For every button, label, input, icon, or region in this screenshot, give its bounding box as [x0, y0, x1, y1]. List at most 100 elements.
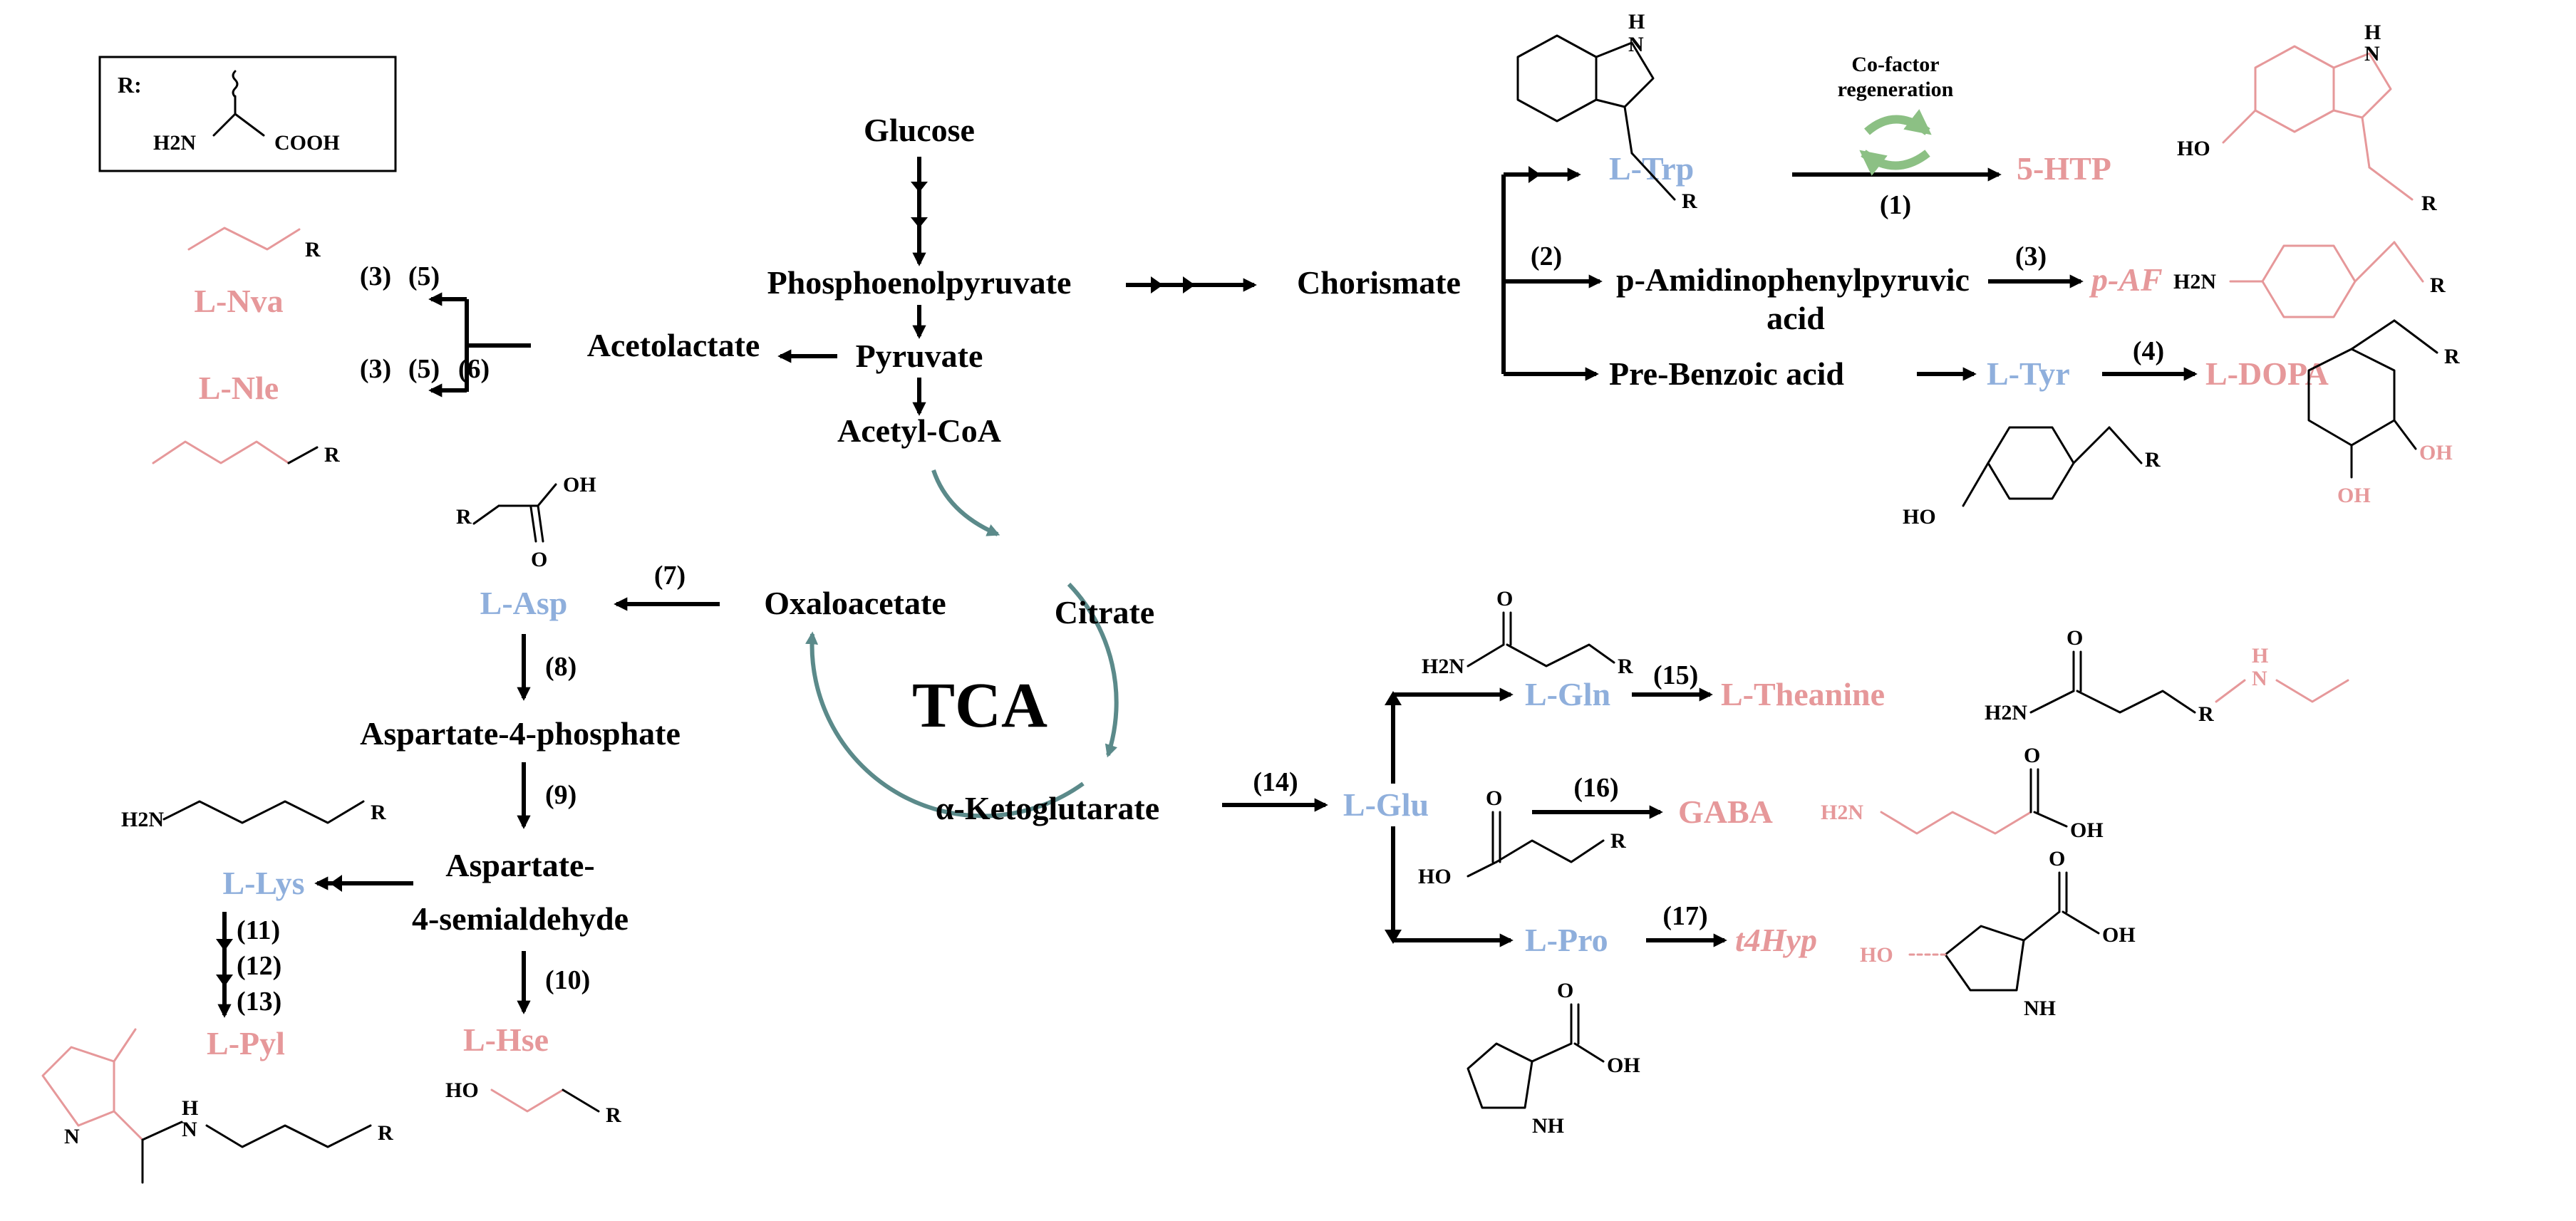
cofactor-cycle-icon: [1859, 109, 1932, 176]
aa-trp: L-Trp: [1609, 150, 1694, 187]
tyr-r: R: [2145, 448, 2161, 472]
gaba-o: O: [2024, 744, 2040, 767]
step-12: (12): [237, 951, 281, 981]
cofactor-line2: regeneration: [1838, 78, 1954, 101]
nva-r: R: [305, 238, 321, 261]
gln-r: R: [1618, 655, 1633, 678]
paf-h2n: H2N: [2173, 270, 2216, 293]
step-10: (10): [545, 965, 590, 995]
glu-r: R: [1610, 829, 1626, 853]
aa-gln: L-Gln: [1525, 676, 1610, 712]
akg-label: α-Ketoglutarate: [936, 790, 1159, 826]
theanine-r: R: [2198, 702, 2214, 726]
glu-structure: HO O R: [1418, 786, 1626, 888]
cofactor-line1: Co-factor: [1851, 53, 1939, 76]
trp-n: N: [1628, 33, 1644, 56]
aa-glu: L-Glu: [1343, 786, 1429, 823]
pyl-structure: N H N R: [41, 1028, 393, 1184]
gln-structure: H2N O R: [1422, 587, 1633, 678]
asp-oh: OH: [563, 473, 596, 497]
nle-r: R: [324, 443, 340, 467]
legend-h2n: H2N: [153, 131, 196, 155]
step-3-nle: (3): [360, 354, 391, 384]
aa-pro: L-Pro: [1525, 922, 1608, 958]
nle-structure: [152, 440, 290, 464]
t4hyp-nh: NH: [2024, 997, 2056, 1020]
gaba-h2n: H2N: [1821, 801, 1863, 824]
t4hyp-ho: HO: [1860, 943, 1893, 967]
hse-ho: HO: [445, 1079, 479, 1102]
dopa-oh1: OH: [2419, 441, 2453, 464]
product-gaba: GABA: [1678, 794, 1773, 830]
product-5htp: 5-HTP: [2017, 150, 2111, 187]
theanine-h2n: H2N: [1985, 701, 2027, 724]
tyr-structure: HO R: [1903, 426, 2161, 529]
gaba-structure: H2N O OH: [1821, 744, 2104, 842]
step-14: (14): [1253, 767, 1298, 797]
asp-r: R: [456, 505, 472, 529]
step-7: (7): [654, 561, 686, 591]
lys-structure: H2N R: [121, 800, 386, 831]
step-17: (17): [1662, 901, 1707, 931]
t4hyp-structure: HO O OH NH: [1860, 847, 2136, 1020]
glu-o: O: [1486, 786, 1502, 810]
amidino-line2: acid: [1767, 300, 1825, 336]
step-11: (11): [237, 915, 280, 945]
aa-asp: L-Asp: [480, 585, 568, 621]
asp-structure: R OH O: [456, 473, 596, 571]
trp-structure: H N R: [1516, 10, 1697, 213]
theanine-h: H: [2252, 644, 2268, 667]
paf-r: R: [2430, 274, 2446, 297]
acetylcoa-label: Acetyl-CoA: [837, 412, 1001, 449]
pyruvate-label: Pyruvate: [856, 338, 983, 374]
theanine-o: O: [2067, 626, 2083, 650]
step-3-paf: (3): [2015, 241, 2047, 271]
product-theanine: L-Theanine: [1721, 676, 1885, 712]
lys-r: R: [371, 801, 386, 824]
hse-r: R: [606, 1103, 621, 1127]
step-1: (1): [1880, 190, 1911, 220]
pro-nh: NH: [1532, 1114, 1564, 1138]
step-9: (9): [545, 780, 576, 810]
aa-tyr: L-Tyr: [1987, 355, 2070, 392]
dopa-oh2: OH: [2337, 484, 2371, 507]
pep-label: Phosphoenolpyruvate: [767, 264, 1072, 301]
tca-cycle: [805, 469, 1119, 819]
step-8: (8): [545, 652, 576, 682]
step-6-nle: (6): [458, 354, 490, 384]
legend-cooh: COOH: [274, 131, 340, 155]
pyl-n: N: [64, 1125, 80, 1148]
htp-ho: HO: [2177, 137, 2210, 160]
step-16: (16): [1573, 773, 1618, 803]
amidino-line1: p-Amidinophenylpyruvic: [1616, 261, 1970, 298]
asp4p-label: Aspartate-4-phosphate: [360, 715, 681, 752]
asa-line2: 4-semialdehyde: [412, 900, 629, 937]
glu-ho: HO: [1418, 865, 1452, 888]
tyr-ho: HO: [1903, 505, 1936, 529]
gln-o: O: [1496, 587, 1513, 610]
product-pyl: L-Pyl: [207, 1025, 285, 1061]
product-nle: L-Nle: [199, 370, 279, 406]
pyl-nh: N: [182, 1118, 197, 1141]
legend-r-label: R:: [118, 72, 142, 98]
product-paf: p-AF: [2089, 261, 2163, 298]
product-dopa: L-DOPA: [2205, 355, 2329, 392]
product-hse: L-Hse: [463, 1022, 549, 1058]
chorismate-label: Chorismate: [1297, 264, 1461, 301]
asa-line1: Aspartate-: [445, 847, 595, 883]
tca-label: TCA: [912, 670, 1048, 741]
pro-oh: OH: [1607, 1054, 1640, 1077]
oxaloacetate-label: Oxaloacetate: [764, 585, 946, 621]
gln-h2n: H2N: [1422, 655, 1464, 678]
htp-r: R: [2421, 192, 2437, 215]
glucose-label: Glucose: [864, 112, 975, 148]
htp-structure: HO H N R: [2177, 21, 2437, 215]
pyl-h: H: [182, 1096, 198, 1120]
asp-o: O: [531, 548, 547, 571]
aa-lys: L-Lys: [222, 865, 304, 901]
step-3-nva: (3): [360, 261, 391, 291]
dopa-structure: R OH OH: [2307, 319, 2460, 507]
step-4: (4): [2133, 336, 2164, 366]
theanine-n: N: [2252, 667, 2267, 690]
